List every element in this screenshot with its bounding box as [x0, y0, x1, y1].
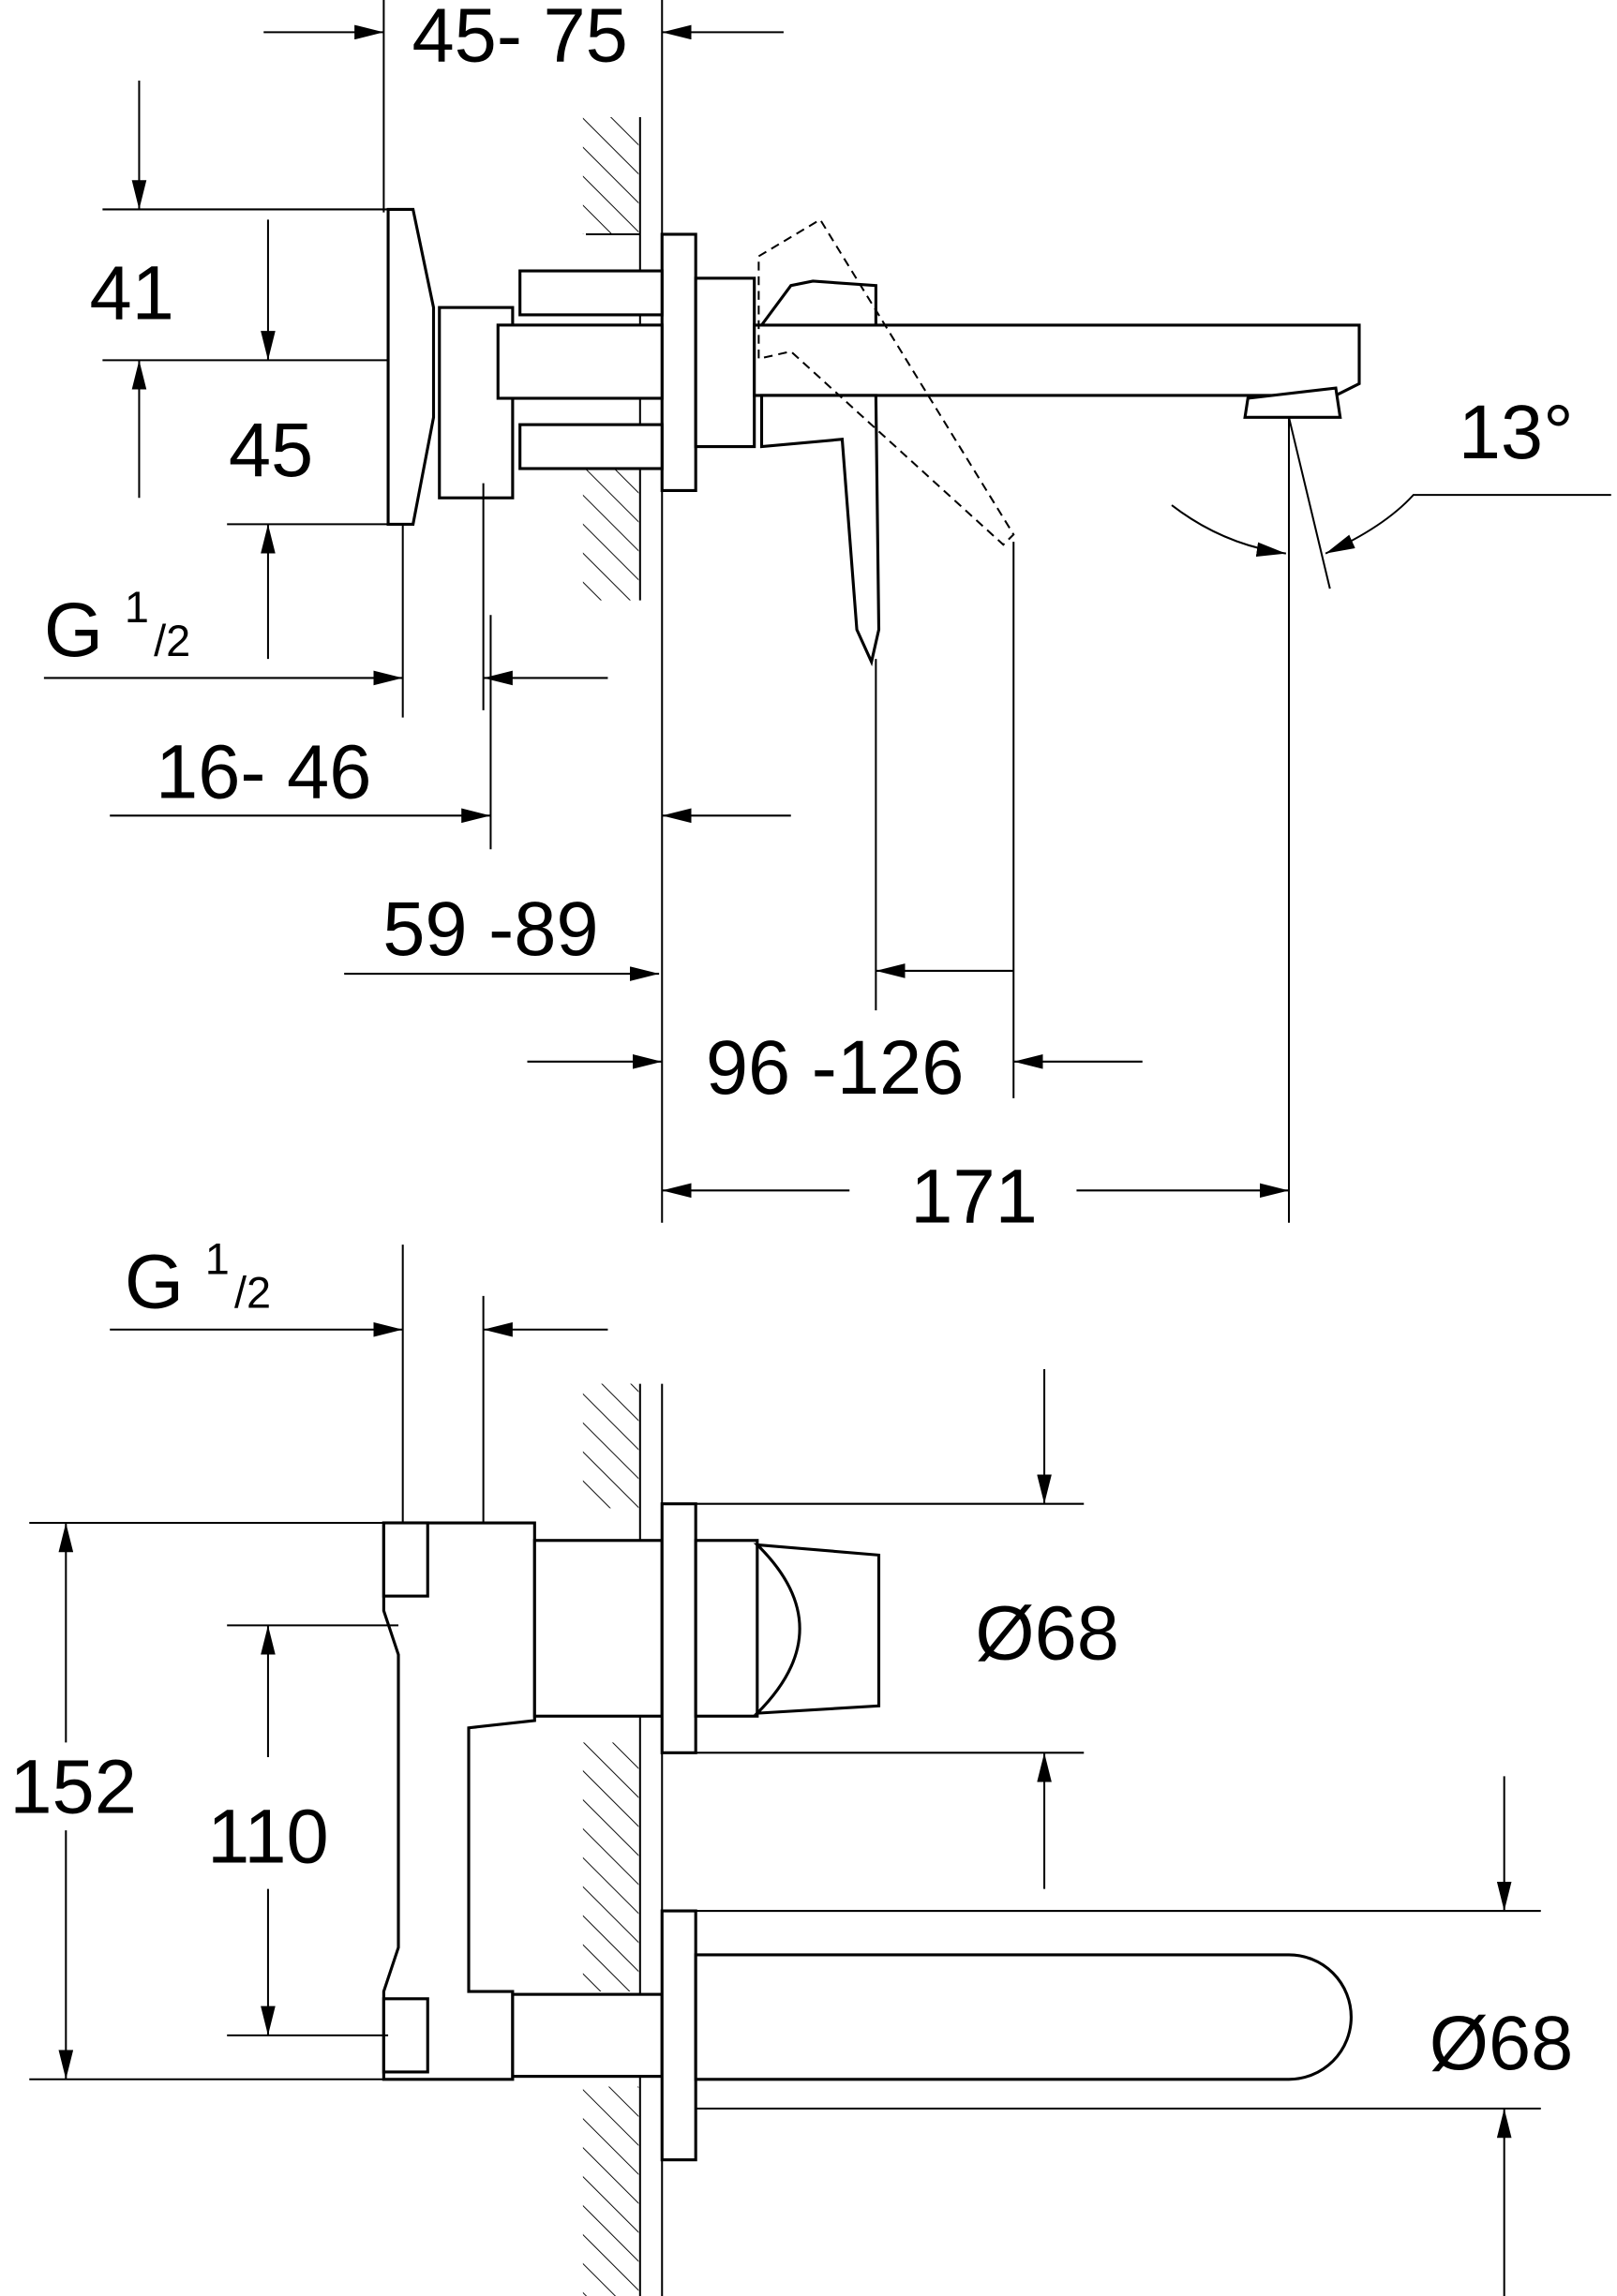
- dim-59-89: 59 -89: [382, 887, 598, 972]
- wall-plate: [660, 232, 697, 492]
- body-housing: [694, 276, 756, 449]
- wall-hatch-bottom: [582, 469, 639, 601]
- spout-rosette: [660, 1909, 697, 2162]
- aerator: [1243, 386, 1342, 419]
- svg-text:G: G: [125, 1239, 184, 1324]
- concealed-valve-body: [382, 1521, 536, 2081]
- svg-text:/2: /2: [154, 617, 190, 665]
- dim-171: 171: [910, 1155, 1038, 1240]
- handle-pipe: [532, 1539, 664, 1718]
- wall-hatch-lower: [582, 2086, 639, 2296]
- svg-text:1: 1: [205, 1234, 230, 1283]
- dim-diameter-68-spout: Ø68: [1430, 2001, 1574, 2086]
- lever-top: [758, 279, 877, 327]
- dim-45: 45: [229, 408, 313, 493]
- handle-rosette: [660, 1502, 697, 1754]
- dim-13-degrees: 13°: [1459, 390, 1574, 475]
- spout-front: [694, 1953, 1353, 2081]
- front-view: G 1 /2 Ø68 Ø68 152: [9, 1234, 1573, 2296]
- handle-lever: [753, 1543, 881, 1715]
- spout: [753, 323, 1361, 397]
- dim-16-46: 16- 46: [156, 730, 371, 815]
- dim-152: 152: [9, 1744, 137, 1829]
- wall-hatch-top: [582, 117, 639, 234]
- connection-head: [386, 207, 436, 526]
- lever-alt-position: [757, 217, 1015, 546]
- lever: [759, 394, 881, 667]
- svg-text:G: G: [44, 588, 103, 673]
- dim-110: 110: [207, 1795, 329, 1880]
- dim-diameter-68-handle: Ø68: [975, 1590, 1119, 1676]
- thread-label-bottom: G 1 /2: [125, 1234, 271, 1324]
- dim-96-126: 96 -126: [706, 1025, 965, 1111]
- svg-text:/2: /2: [234, 1268, 271, 1317]
- spout-pipe: [511, 1992, 664, 2079]
- inlet-pipe-top: [518, 269, 664, 317]
- svg-text:1: 1: [125, 583, 149, 632]
- dim-45-75: 45- 75: [412, 0, 627, 79]
- top-view: 45- 75 41 45 G 1 /2 16- 46 59 -89 96 -12…: [43, 0, 1611, 1240]
- wall-hatch-middle: [582, 1742, 639, 1991]
- wall-hatch-upper: [582, 1383, 639, 1509]
- thread-label-top: G 1 /2: [44, 583, 190, 673]
- dim-41: 41: [89, 251, 173, 336]
